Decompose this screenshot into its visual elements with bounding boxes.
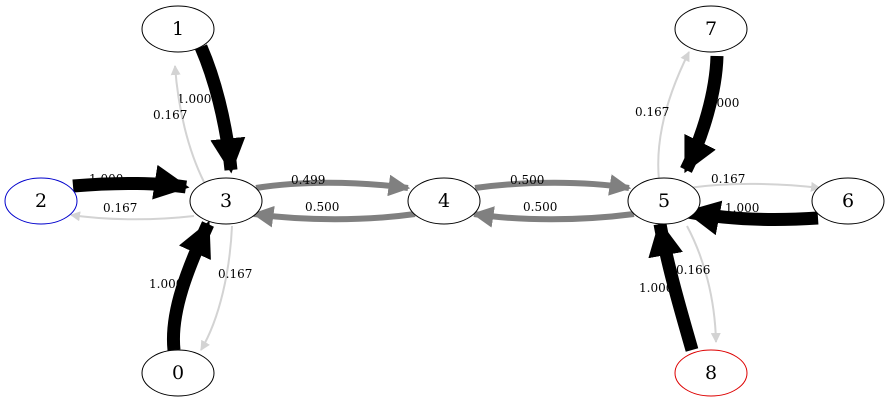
node-label-2: 2	[35, 190, 47, 212]
edge-3-1	[170, 65, 205, 183]
edge-label-2-3: 1.000	[89, 172, 123, 186]
node-7[interactable]: 7	[674, 5, 748, 53]
edge-3-0	[200, 225, 233, 351]
edge-label-0-3: 1.000	[149, 277, 183, 291]
edge-4-5	[474, 174, 632, 196]
node-8[interactable]: 8	[674, 349, 748, 397]
node-label-8: 8	[705, 362, 717, 384]
node-label-4: 4	[438, 190, 450, 212]
node-label-6: 6	[842, 190, 854, 212]
edge-label-3-4: 0.499	[291, 173, 325, 187]
edge-label-5-4: 0.500	[523, 200, 557, 214]
edge-label-3-2: 0.167	[103, 201, 137, 215]
edge-4-3	[251, 205, 416, 228]
node-label-1: 1	[172, 18, 184, 40]
edge-0-3	[166, 220, 214, 351]
edge-8-5	[648, 220, 699, 352]
edge-6-5	[684, 200, 819, 236]
edge-3-2	[70, 211, 195, 222]
node-1[interactable]: 1	[141, 5, 215, 53]
edge-5-6	[687, 181, 821, 192]
edge-2-3	[72, 164, 190, 200]
node-5[interactable]: 5	[627, 177, 701, 225]
edge-label-4-5: 0.500	[510, 173, 544, 187]
node-0[interactable]: 0	[141, 349, 215, 397]
edge-label-3-0: 0.167	[218, 267, 252, 281]
node-label-5: 5	[658, 190, 670, 212]
edge-label-5-6: 0.167	[711, 172, 745, 186]
edge-5-8	[686, 225, 721, 343]
node-2[interactable]: 2	[4, 177, 78, 225]
edge-7-5	[680, 55, 724, 174]
node-label-7: 7	[705, 18, 717, 40]
edge-3-4	[255, 174, 411, 197]
edge-label-8-5: 1.000	[639, 281, 673, 295]
edge-label-5-7: 0.167	[635, 105, 669, 119]
edge-1-3	[195, 44, 246, 174]
node-3[interactable]: 3	[189, 177, 263, 225]
edge-label-7-5: 1.000	[705, 96, 739, 110]
edge-5-7	[657, 51, 690, 181]
node-label-3: 3	[220, 190, 232, 212]
edge-label-5-8: 0.166	[676, 263, 710, 277]
edge-label-3-1: 0.167	[153, 108, 187, 122]
edge-label-1-3: 1.000	[177, 92, 211, 106]
node-label-0: 0	[172, 362, 184, 384]
edge-5-4	[471, 206, 635, 228]
edge-label-4-3: 0.500	[305, 200, 339, 214]
node-4[interactable]: 4	[407, 177, 481, 225]
edge-label-6-5: 1.000	[725, 201, 759, 215]
node-6[interactable]: 6	[811, 177, 885, 225]
